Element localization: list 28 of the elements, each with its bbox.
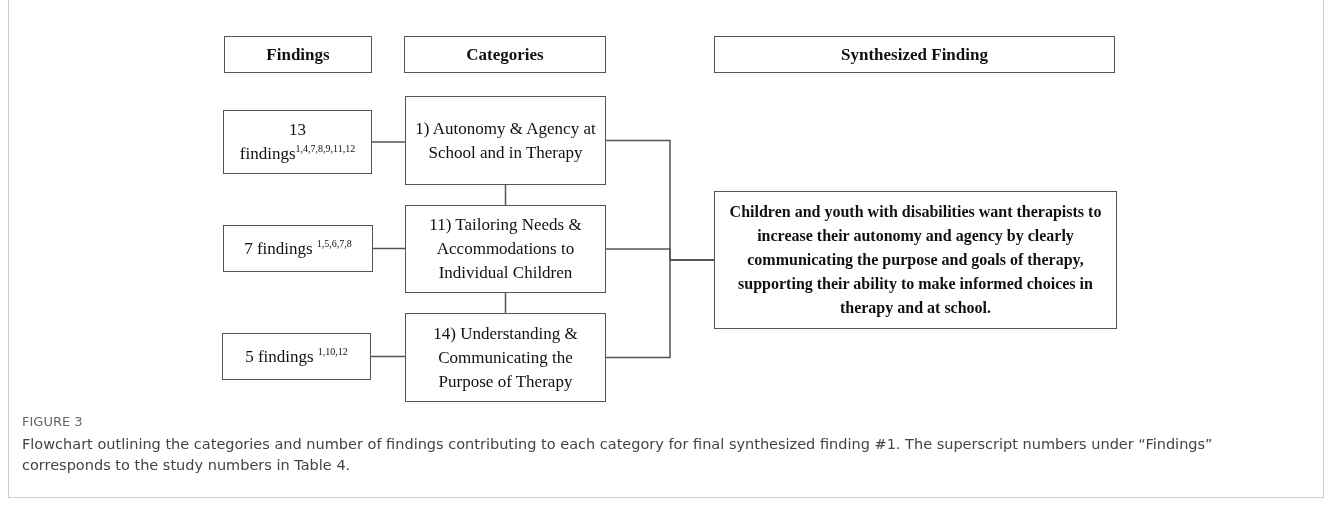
box-text: 7 findings $^{1,5,6,7,8}$ <box>244 236 352 260</box>
box-text: 1) Autonomy & Agency at School and in Therapy <box>414 117 597 164</box>
figure-number: FIGURE 3 <box>22 414 83 429</box>
connector-line <box>371 141 406 143</box>
connector-line <box>372 247 406 250</box>
connector-line <box>370 355 406 358</box>
header-text: Findings <box>266 43 330 66</box>
header-text: Categories <box>466 43 544 66</box>
box-text: 11) Tailoring Needs & Accommodations to Individual Children <box>428 214 583 284</box>
box-text: 13 findings$^{1,4,7,8,9,11,12}$ <box>238 119 357 165</box>
connector-line <box>504 184 507 206</box>
connector-line <box>605 259 715 359</box>
header-text: Synthesized Finding <box>841 43 988 66</box>
column-header <box>404 36 606 73</box>
box-text: 14) Understanding & Communicating the Purpose of Therapy <box>432 322 579 393</box>
figure-caption: Flowchart outlining the categories and number of findings contributing to each category for final synthesized finding #1. The superscript numbers under “Findings” corresponds to the study numbers in Table 4. <box>22 435 1214 475</box>
category-box <box>405 313 606 402</box>
findings-box <box>223 110 372 174</box>
box-text: 5 findings $^{1,10,12}$ <box>245 344 348 368</box>
category-box <box>405 205 606 293</box>
box-text: Children and youth with disabilities want therapists to increase their autonomy and agency by clearly communicating the purpose and goals of therapy, supporting their ability to make informed choices in therapy and at school. <box>728 202 1103 319</box>
findings-box <box>223 225 373 272</box>
synthesized-finding-box <box>714 191 1117 329</box>
column-header <box>714 36 1115 73</box>
connector-line <box>504 292 507 314</box>
findings-box <box>222 333 371 380</box>
column-header <box>224 36 372 73</box>
category-box <box>405 96 606 185</box>
